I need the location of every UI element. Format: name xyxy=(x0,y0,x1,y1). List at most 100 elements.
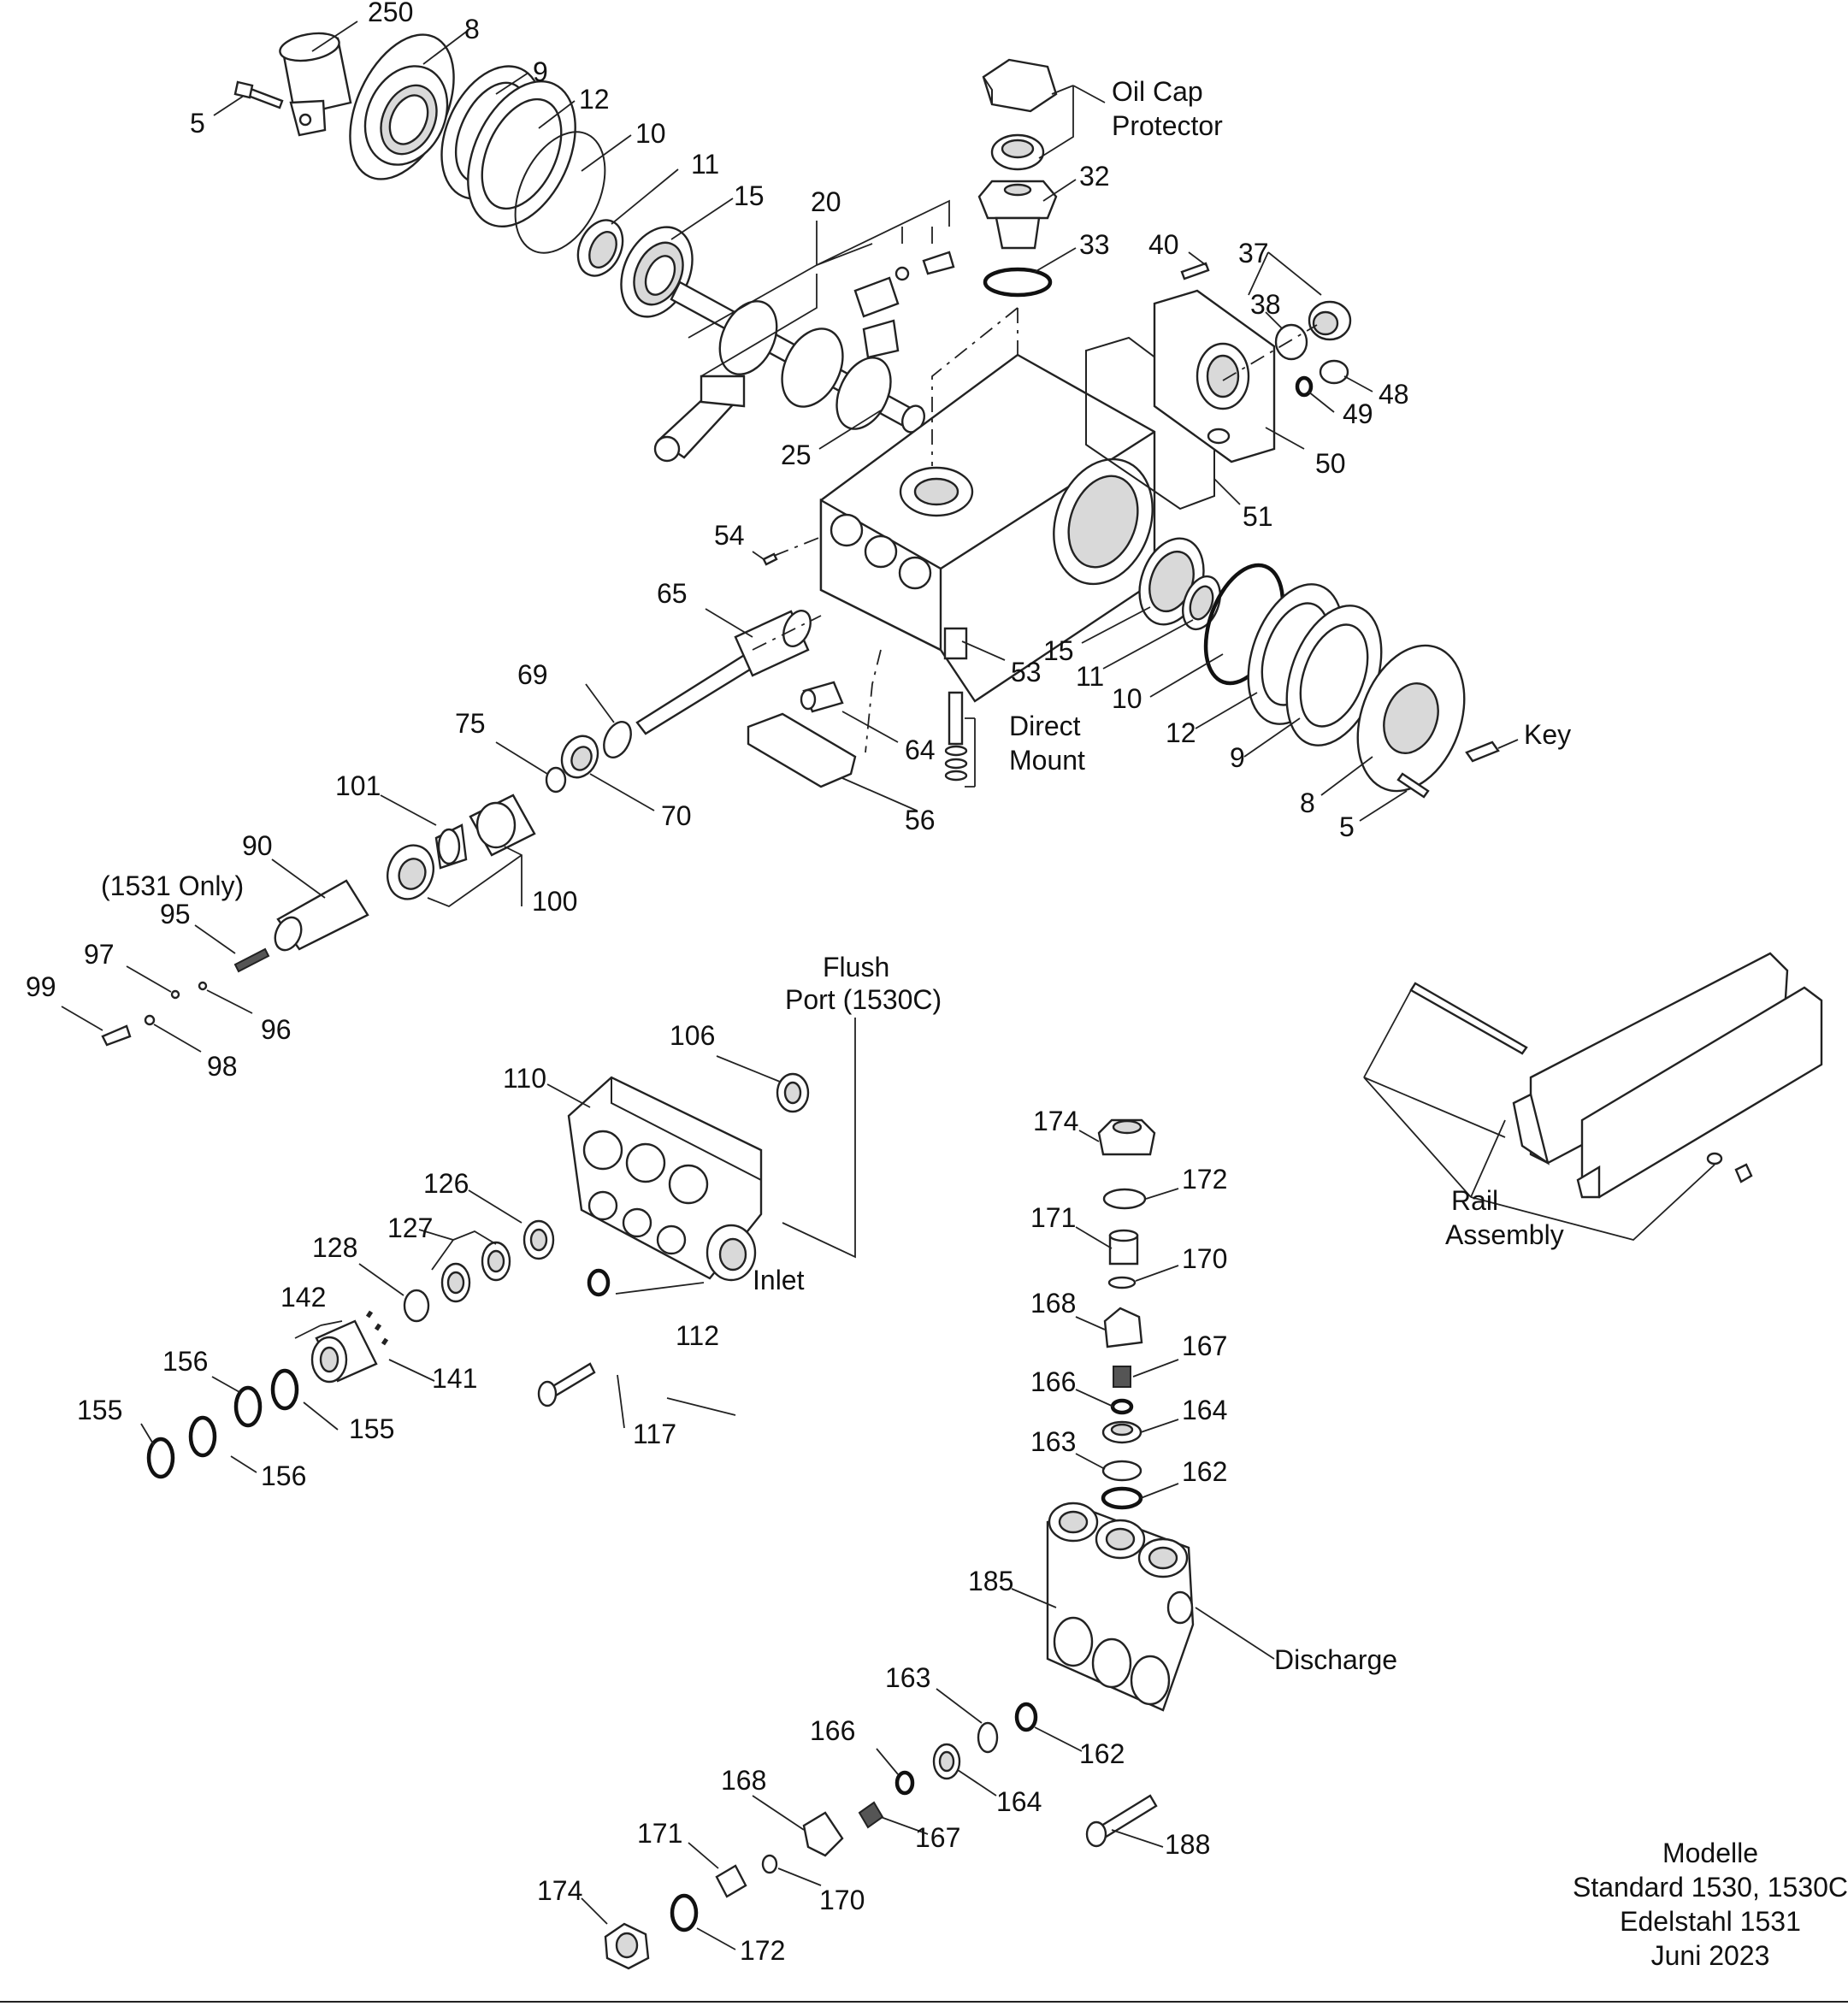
title-line-edelstahl: Edelstahl 1531 xyxy=(1620,1906,1801,1937)
part-164-valve-seat-upper xyxy=(1101,1420,1142,1444)
part-168-valve-lower xyxy=(802,1811,844,1857)
part-117-manifold-screw xyxy=(537,1362,596,1407)
callout-discharge: Discharge xyxy=(1274,1644,1397,1675)
part-110-inlet-manifold xyxy=(567,1076,763,1282)
callout-155-upper: 155 xyxy=(77,1395,122,1425)
part-166-oring-upper xyxy=(1110,1398,1134,1415)
callout-9: 9 xyxy=(533,56,548,87)
part-50-rear-cover xyxy=(1153,289,1276,463)
callout-170-lower: 170 xyxy=(819,1885,865,1915)
part-97-washer xyxy=(170,989,180,1000)
callout-20: 20 xyxy=(811,186,841,217)
callout-155-lower: 155 xyxy=(349,1413,394,1444)
callout-11-lower: 11 xyxy=(1076,661,1104,692)
part-49-oring xyxy=(1295,375,1314,398)
callout-100: 100 xyxy=(532,886,577,917)
part-69-oring xyxy=(603,721,632,758)
callout-1531-only: (1531 Only) xyxy=(101,870,244,901)
callout-127: 127 xyxy=(387,1213,433,1243)
callout-5: 5 xyxy=(190,108,205,139)
part-250-adapter xyxy=(279,32,352,137)
part-112-oring xyxy=(587,1268,611,1297)
title-line-standard: Standard 1530, 1530C xyxy=(1573,1872,1848,1903)
part-65-plunger-rod xyxy=(635,610,812,735)
callout-110: 110 xyxy=(503,1063,546,1094)
callout-labels: 250 8 5 9 12 10 11 15 20 25 Oil Cap Prot… xyxy=(26,0,1571,1966)
part-170-washer-upper xyxy=(1107,1276,1137,1289)
callout-171-lower: 171 xyxy=(637,1818,682,1849)
callout-key: Key xyxy=(1524,719,1571,750)
part-174-valve-cap-upper xyxy=(1097,1118,1156,1156)
part-171-spring-retainer-lower xyxy=(715,1864,747,1898)
part-38-oring xyxy=(1274,323,1308,361)
part-156-oring-a xyxy=(233,1385,263,1428)
part-171-spring-retainer-upper xyxy=(1108,1229,1139,1266)
part-163-oring-lower xyxy=(977,1721,999,1754)
part-163-oring-upper xyxy=(1101,1460,1142,1482)
part-32-oil-fill-cap xyxy=(977,180,1058,250)
callout-141: 141 xyxy=(432,1363,477,1394)
callout-8: 8 xyxy=(464,14,480,44)
callout-32: 32 xyxy=(1079,161,1110,192)
callout-12-lower: 12 xyxy=(1166,717,1196,748)
part-8-bearing-cover-lower xyxy=(1356,644,1466,793)
callout-167-upper: 167 xyxy=(1182,1331,1227,1361)
part-oil-cap-protector xyxy=(982,58,1058,171)
title-block: Modelle Standard 1530, 1530C Edelstahl 1… xyxy=(1573,1838,1848,1971)
callout-167-lower: 167 xyxy=(915,1822,960,1853)
title-line-modelle: Modelle xyxy=(1662,1838,1758,1868)
callout-48: 48 xyxy=(1379,379,1409,410)
part-key xyxy=(1465,740,1500,763)
part-56-oil-tray xyxy=(747,712,857,788)
part-170-washer-lower xyxy=(761,1854,778,1874)
part-166-oring-lower xyxy=(894,1770,915,1796)
callout-166-lower: 166 xyxy=(810,1715,855,1746)
callout-10: 10 xyxy=(635,118,666,149)
callout-142: 142 xyxy=(280,1282,326,1313)
part-164-valve-seat-lower xyxy=(932,1743,961,1780)
callout-5-lower: 5 xyxy=(1339,811,1355,842)
part-162-oring-upper xyxy=(1101,1486,1143,1510)
callout-51: 51 xyxy=(1243,501,1273,532)
part-20-connecting-rods xyxy=(653,251,955,463)
assembly-line: Assembly xyxy=(1445,1219,1564,1250)
part-48-drain-plug xyxy=(1319,359,1349,385)
callout-70: 70 xyxy=(661,800,692,831)
callout-49: 49 xyxy=(1343,398,1373,429)
callout-56: 56 xyxy=(905,805,936,835)
part-142-seal-retainer xyxy=(310,1319,378,1384)
part-75-washer xyxy=(545,766,567,794)
flush-line: Flush xyxy=(823,952,889,982)
part-126-seal xyxy=(523,1219,555,1260)
callout-inlet: Inlet xyxy=(753,1265,805,1295)
callout-128: 128 xyxy=(312,1232,357,1263)
part-99-screw xyxy=(101,1024,132,1047)
callout-156-lower: 156 xyxy=(261,1460,306,1491)
part-40-bolt xyxy=(1180,262,1210,280)
callout-64: 64 xyxy=(905,735,936,765)
callout-250: 250 xyxy=(368,0,413,27)
callout-flush-port: Flush Port (1530C) xyxy=(785,952,942,1015)
part-127-seals xyxy=(440,1241,511,1303)
callout-97: 97 xyxy=(84,939,115,970)
callout-168-upper: 168 xyxy=(1030,1288,1076,1319)
part-54-pin xyxy=(762,552,778,566)
callout-15-lower: 15 xyxy=(1043,635,1074,666)
part-53-direct-mount-stud xyxy=(944,691,968,782)
title-line-date: Juni 2023 xyxy=(1651,1940,1770,1971)
part-crankcase xyxy=(819,353,1156,703)
callout-9-lower: 9 xyxy=(1230,742,1245,773)
part-9-shim-lower xyxy=(1285,605,1383,746)
mount-line: Mount xyxy=(1009,745,1085,776)
part-172-oring-upper xyxy=(1102,1188,1147,1210)
callout-99: 99 xyxy=(26,971,56,1002)
callout-12: 12 xyxy=(579,84,610,115)
callout-40: 40 xyxy=(1148,229,1179,260)
callout-69: 69 xyxy=(517,659,548,690)
callout-11: 11 xyxy=(691,149,719,180)
callout-112: 112 xyxy=(676,1320,719,1351)
part-168-valve-upper xyxy=(1103,1307,1143,1348)
callout-164-upper: 164 xyxy=(1182,1395,1227,1425)
callout-174-upper: 174 xyxy=(1033,1106,1078,1136)
